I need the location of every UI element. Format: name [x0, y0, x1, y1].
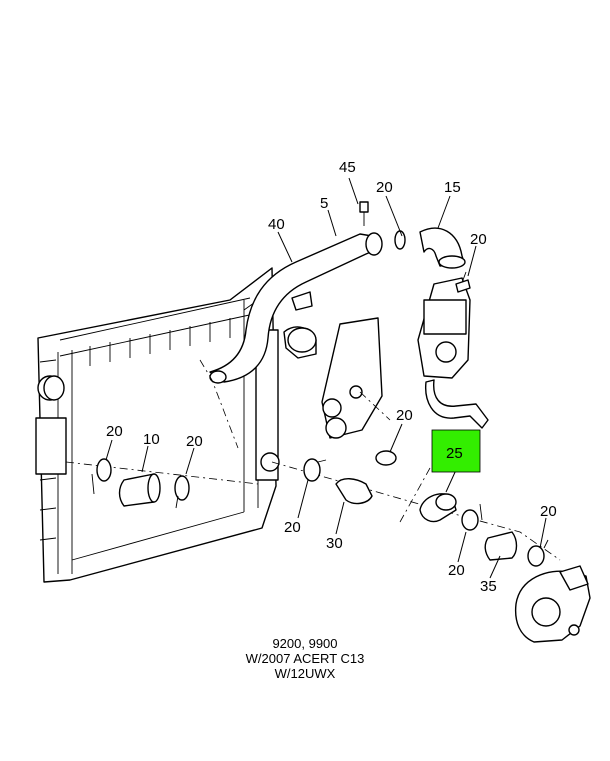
mounting-bracket: [321, 317, 383, 439]
upper-coolant-tube: [209, 232, 383, 384]
center-hose-set: [303, 450, 397, 505]
caption-line-2: W/2007 ACERT C13: [245, 651, 365, 666]
callout-20-top: 20: [376, 179, 393, 196]
callout-5: 5: [320, 195, 328, 212]
callout-35: 35: [480, 578, 497, 595]
elbow-hose: [394, 227, 466, 269]
water-pump: [514, 565, 591, 643]
bolt-45: [359, 201, 369, 226]
callout-15: 15: [444, 179, 461, 196]
caption-line-1: 9200, 9900: [272, 636, 338, 651]
callout-40: 40: [268, 216, 285, 233]
callout-20-mid: 20: [396, 407, 413, 424]
callout-30: 30: [326, 535, 343, 552]
radiator-inlet-neck: [283, 326, 317, 359]
callout-20-bottom: 20: [448, 562, 465, 579]
radiator-right-tank: [255, 329, 280, 481]
highlight-box-25[interactable]: [431, 429, 481, 473]
clamp-near-elbow: [455, 271, 471, 293]
callout-20-right-top: 20: [470, 231, 487, 248]
left-hose-set: [91, 458, 190, 509]
radiator-left-tank: [35, 375, 67, 475]
callout-20-far-right: 20: [540, 503, 557, 520]
callout-20-left-a: 20: [106, 423, 123, 440]
caption-line-3: W/12UWX: [274, 666, 336, 681]
elbow-fitting-25: [419, 493, 457, 523]
valve-housing: [417, 277, 489, 429]
callout-10: 10: [143, 431, 160, 448]
callout-25: 25: [446, 445, 463, 462]
leader-lines: [105, 177, 547, 579]
callout-20-left-b: 20: [186, 433, 203, 450]
callout-20-center: 20: [284, 519, 301, 536]
callout-45: 45: [339, 159, 356, 176]
callout-labels: 45 20 15 5 40 20 20 20 10 20 25 20 30 20…: [106, 159, 557, 595]
right-hose-set: [461, 503, 549, 567]
diagram-caption: 9200, 9900 W/2007 ACERT C13 W/12UWX: [0, 636, 610, 681]
radiator: [35, 267, 280, 583]
